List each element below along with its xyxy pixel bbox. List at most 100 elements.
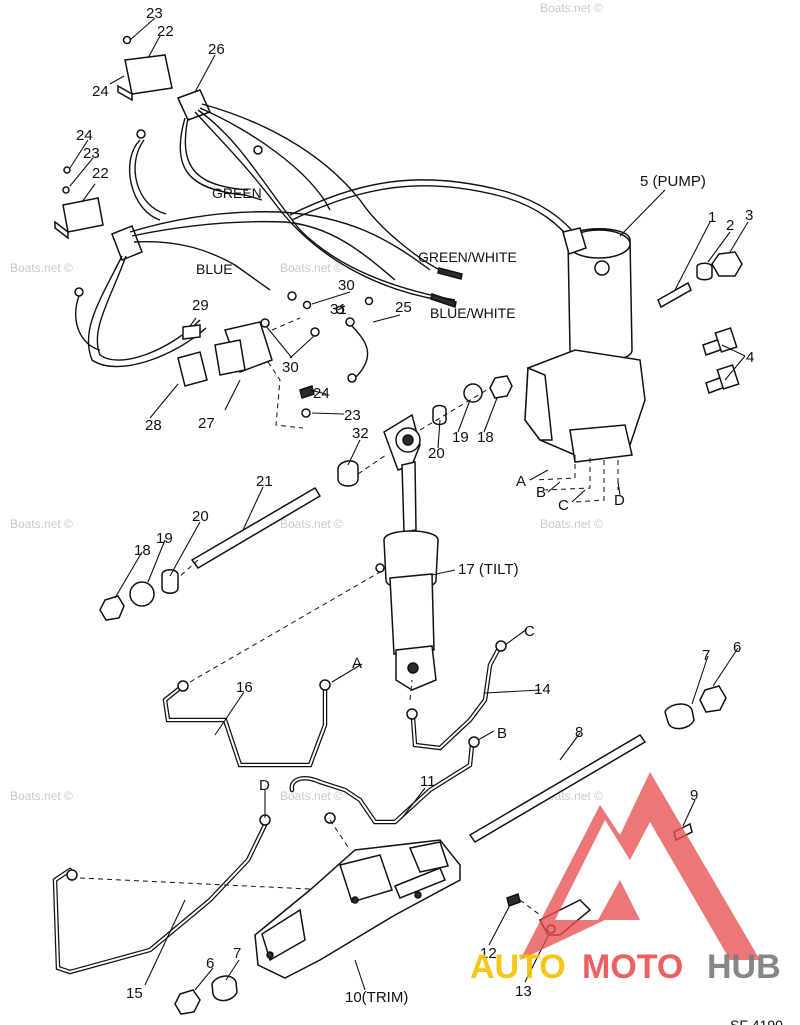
watermark: Boats.net ©: [280, 261, 343, 275]
callout-2: 2: [726, 217, 734, 234]
nut-6a: [699, 685, 727, 713]
nut-6b: [174, 989, 201, 1015]
bushing-7b: [211, 975, 238, 1002]
callout-18: 18: [477, 429, 494, 446]
wire-label-green-white: GREEN/WHITE: [418, 249, 517, 265]
stud-1: [657, 281, 692, 309]
washer-19a: [463, 383, 483, 403]
watermark: Boats.net ©: [280, 517, 343, 531]
callout-7: 7: [233, 945, 241, 962]
callout-17-tilt: 17 (TILT): [458, 561, 519, 578]
leader-lines: [69, 17, 749, 991]
callout-10-trim: 10(TRIM): [345, 989, 408, 1006]
callout-14: 14: [534, 681, 551, 698]
watermark: Boats.net ©: [10, 261, 73, 275]
wire-label-green: GREEN: [212, 185, 262, 201]
connection-D: D: [259, 777, 270, 794]
relay-lower: [62, 197, 104, 233]
pivot-pin-assembly: [99, 486, 322, 621]
bushing-32: [337, 460, 359, 487]
wire-label-blue: BLUE: [196, 261, 233, 277]
logo-triangle-icon: [520, 772, 760, 960]
connection-C: C: [524, 623, 535, 640]
connection-A: A: [516, 473, 526, 490]
nut-18a: [489, 375, 513, 399]
callout-21: 21: [256, 473, 273, 490]
callout-8: 8: [575, 724, 583, 741]
callout-13: 13: [515, 983, 532, 1000]
callout-1: 1: [708, 209, 716, 226]
connection-B: B: [497, 725, 507, 742]
screw-lower: [63, 166, 71, 174]
callout-20: 20: [192, 508, 209, 525]
logo-moto: MOTO: [582, 948, 683, 986]
rod-8: [468, 734, 647, 843]
watermark: Boats.net ©: [540, 517, 603, 531]
callout-26: 26: [208, 41, 225, 58]
trim-body: [254, 839, 461, 979]
logo-auto: AUTO: [470, 948, 566, 986]
washer-2: [696, 262, 713, 281]
nut-3: [711, 251, 743, 277]
callout-23: 23: [146, 5, 163, 22]
bushing-7a: [664, 703, 695, 730]
drawing-code: SF 4190: [730, 1017, 783, 1025]
automotohub-logo: AUTO MOTO HUB: [470, 772, 781, 986]
relay-28: [177, 351, 208, 387]
connector-lower: [111, 225, 143, 261]
callout-6: 6: [206, 955, 214, 972]
connection-D: D: [614, 492, 625, 509]
washer-20b: [161, 569, 179, 594]
screw-12: [506, 893, 521, 907]
callout-24: 24: [76, 127, 93, 144]
callout-4: 4: [746, 349, 754, 366]
callout-16: 16: [236, 679, 253, 696]
connection-C: C: [558, 497, 569, 514]
connection-B: B: [536, 484, 546, 501]
callout-32: 32: [352, 425, 369, 442]
callout-30: 30: [282, 359, 299, 376]
callout-30: 30: [338, 277, 355, 294]
callout-12: 12: [480, 945, 497, 962]
wiring-harness: [54, 35, 581, 368]
callout-19: 19: [452, 429, 469, 446]
callout-6: 6: [733, 639, 741, 656]
logo-hub: HUB: [707, 948, 781, 986]
callout-19: 19: [156, 530, 173, 547]
callout-23: 23: [344, 407, 361, 424]
callout-24: 24: [92, 83, 109, 100]
callout-28: 28: [145, 417, 162, 434]
relay-bracket-assembly: [177, 296, 374, 429]
callout-24: 24: [313, 385, 330, 402]
pump-hardware: [657, 251, 743, 394]
watermark: Boats.net ©: [540, 1, 603, 15]
callout-labels: 23 22 24 26 24 23 22 GREEN BLUE GREEN/WH…: [76, 5, 783, 1025]
washer-19b: [129, 581, 155, 607]
pad-29: [182, 324, 201, 340]
screw-upper: [122, 35, 132, 45]
connection-A: A: [352, 655, 362, 672]
callout-20: 20: [428, 445, 445, 462]
callout-29: 29: [192, 297, 209, 314]
relay-upper: [124, 54, 173, 95]
watermark: Boats.net ©: [10, 517, 73, 531]
watermark: Boats.net ©: [280, 789, 343, 803]
callout-23: 23: [83, 145, 100, 162]
pin-21: [190, 486, 322, 569]
callout-22: 22: [92, 165, 109, 182]
callout-27: 27: [198, 415, 215, 432]
watermark: Boats.net ©: [10, 789, 73, 803]
callout-7: 7: [702, 647, 710, 664]
hydraulic-lines: [52, 571, 507, 975]
callout-5-pump: 5 (PUMP): [640, 173, 706, 190]
callout-18: 18: [134, 542, 151, 559]
callout-3: 3: [745, 207, 753, 224]
tilt-cylinder: [337, 375, 513, 691]
tilt-body: [389, 573, 435, 655]
wire-label-blue-white: BLUE/WHITE: [430, 305, 516, 321]
trim-cylinder: [174, 685, 727, 1015]
pump-assembly: [524, 227, 646, 503]
callout-9: 9: [690, 787, 698, 804]
